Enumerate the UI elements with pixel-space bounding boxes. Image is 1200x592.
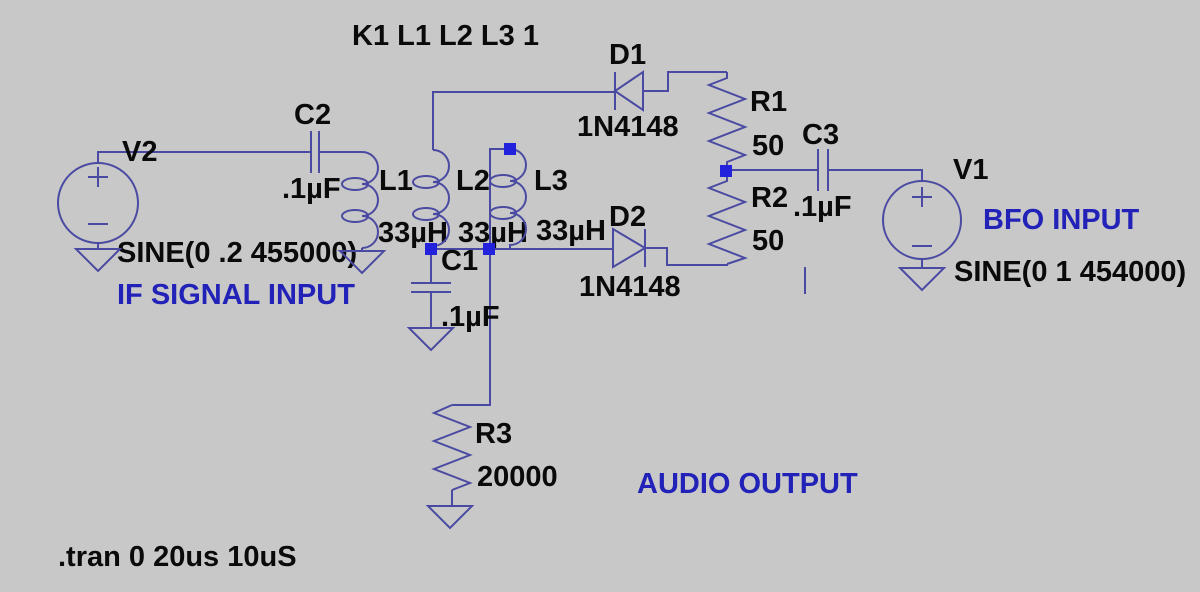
resistor-r1[interactable]: R1 50 [706,72,787,171]
wire [97,151,311,163]
capacitor-c2-symbol[interactable] [310,131,320,173]
inductor-l2-loop [412,207,440,221]
resistor-r1-symbol[interactable] [706,72,748,171]
diode-d2[interactable]: D2 1N4148 [579,201,681,303]
inductor-l3-loop [489,174,517,188]
voltage-source-v2-symbol[interactable] [57,162,139,244]
plus-icon [88,167,108,187]
ground-icon[interactable] [897,267,947,292]
d2-value-label[interactable]: 1N4148 [579,271,681,303]
voltage-source-v1-symbol[interactable] [882,180,962,260]
capacitor-c1-symbol[interactable] [411,282,451,293]
inductor-l1-loop [341,177,369,191]
capacitor-c1[interactable]: C1 .1µF [411,245,500,333]
resistor-r3[interactable]: R3 20000 [431,404,558,493]
c2-value-label[interactable]: .1µF [282,173,341,205]
inductor-l2-symbol[interactable] [432,149,450,249]
coupling-directive[interactable]: K1 L1 L2 L3 1 [352,20,539,52]
ground-icon[interactable] [73,248,123,273]
wire [643,71,727,92]
resistor-r2[interactable]: R2 50 [706,171,788,265]
v2-designator-label[interactable]: V2 [122,136,157,168]
l3-designator-label[interactable]: L3 [534,165,568,197]
wire [828,169,923,181]
diode-d1-symbol[interactable] [613,70,644,112]
inductor-l2-loop [412,175,440,189]
resistor-r2-symbol[interactable] [706,171,748,265]
r3-value-label[interactable]: 20000 [477,461,558,493]
junction-node [425,243,437,255]
r1-value-label[interactable]: 50 [752,130,784,162]
annotation-bfo-input[interactable]: BFO INPUT [983,204,1140,236]
l1-value-label[interactable]: 33µH [378,217,448,249]
l2-designator-label[interactable]: L2 [456,165,490,197]
tran-directive[interactable]: .tran 0 20us 10uS [58,541,297,573]
diode-d1[interactable]: D1 1N4148 [577,39,679,143]
inductor-l1[interactable]: L1 33µH [341,151,448,249]
l1-designator-label[interactable]: L1 [379,165,413,197]
v1-value-label[interactable]: SINE(0 1 454000) [954,256,1186,288]
resistor-r3-symbol[interactable] [431,404,473,491]
r2-designator-label[interactable]: R2 [751,182,788,214]
r1-designator-label[interactable]: R1 [750,86,787,118]
diode-d2-symbol[interactable] [612,227,647,269]
inductor-l3-symbol[interactable] [509,148,527,248]
ground-icon[interactable] [425,505,475,530]
inductor-l3[interactable]: L3 33µH [489,148,606,248]
capacitor-c3-symbol[interactable] [817,149,829,191]
v2-value-label[interactable]: SINE(0 .2 455000) [117,237,357,269]
ground-icon[interactable] [337,250,387,275]
annotation-audio-output[interactable]: AUDIO OUTPUT [637,468,858,500]
capacitor-c3[interactable]: C3 .1µF [793,119,852,223]
capacitor-c2[interactable]: C2 .1µF [282,99,341,205]
voltage-source-v1[interactable]: V1 SINE(0 1 454000) [882,154,1186,288]
voltage-source-v2[interactable]: V2 SINE(0 .2 455000) [57,136,357,269]
r3-designator-label[interactable]: R3 [475,418,512,450]
inductor-l3-loop [489,206,517,220]
d1-value-label[interactable]: 1N4148 [577,111,679,143]
wire [452,148,510,406]
l3-value-label[interactable]: 33µH [536,215,606,247]
d1-designator-label[interactable]: D1 [609,39,646,71]
inductor-l1-loop [341,209,369,223]
c3-value-label[interactable]: .1µF [793,191,852,223]
c3-designator-label[interactable]: C3 [802,119,839,151]
inductor-l1-symbol[interactable] [361,151,379,249]
d2-designator-label[interactable]: D2 [609,201,646,233]
v1-designator-label[interactable]: V1 [953,154,988,186]
c1-designator-label[interactable]: C1 [441,245,478,277]
c2-designator-label[interactable]: C2 [294,99,331,131]
r2-value-label[interactable]: 50 [752,225,784,257]
plus-icon [912,187,932,207]
wire [645,247,728,266]
annotation-if-signal-input[interactable]: IF SIGNAL INPUT [117,279,355,311]
junction-node [720,165,732,177]
wire [432,91,615,150]
junction-node [504,143,516,155]
ground-icon[interactable] [406,327,456,352]
junction-node [483,243,495,255]
